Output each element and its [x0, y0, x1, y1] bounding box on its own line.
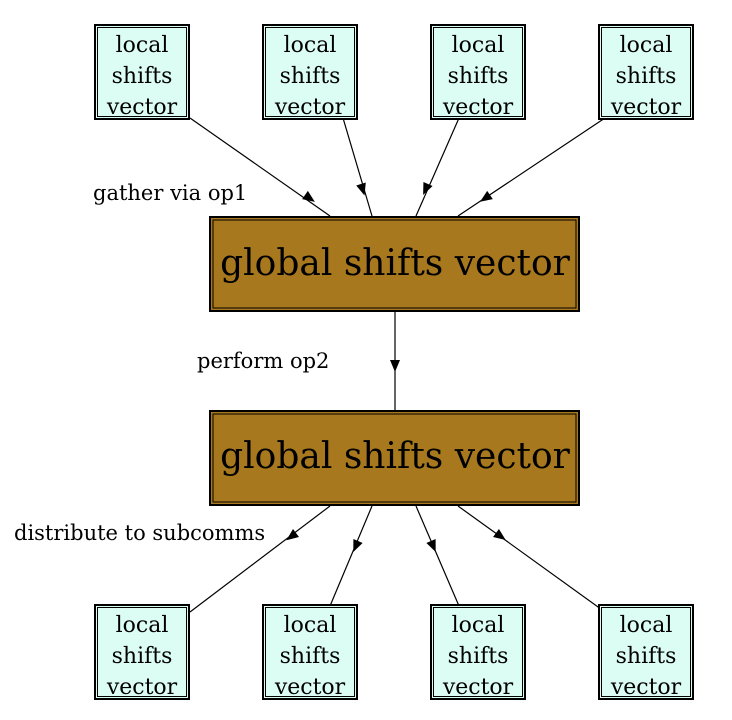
distribute-edge-2	[329, 505, 373, 607]
distribute-arrowhead-3	[426, 539, 436, 553]
gather-arrowhead-3	[423, 181, 433, 195]
perform-arrowhead	[390, 360, 400, 372]
local-node-line-3: vector	[442, 95, 514, 120]
local-node-line-2: shifts	[112, 64, 173, 89]
perform-label: perform op2	[197, 349, 329, 373]
local-node-line-3: vector	[610, 675, 682, 700]
local-node-line-3: vector	[610, 95, 682, 120]
local-node-line-3: vector	[274, 95, 346, 120]
bottom-local-node-1: local shifts vector	[94, 604, 190, 700]
local-node-line-3: vector	[106, 675, 178, 700]
bottom-local-node-3: local shifts vector	[430, 604, 526, 700]
local-node-line-1: local	[116, 613, 169, 638]
global-node-label: global shifts vector	[220, 243, 571, 284]
local-node-line-2: shifts	[112, 644, 173, 669]
global-node-top: global shifts vector	[209, 216, 580, 312]
top-local-node-3: local shifts vector	[430, 24, 526, 120]
distribute-label: distribute to subcomms	[14, 521, 265, 545]
top-local-node-1: local shifts vector	[94, 24, 190, 120]
local-node-line-2: shifts	[280, 64, 341, 89]
distribute-edges	[189, 505, 606, 613]
local-node-line-1: local	[620, 33, 673, 58]
local-node-line-2: shifts	[448, 644, 509, 669]
local-node-line-3: vector	[442, 675, 514, 700]
top-local-node-4: local shifts vector	[598, 24, 694, 120]
gather-edge-2	[342, 117, 373, 217]
distribute-edge-4	[457, 505, 606, 613]
top-local-node-2: local shifts vector	[262, 24, 358, 120]
gather-arrowhead-2	[356, 182, 366, 196]
gather-label: gather via op1	[93, 181, 247, 205]
local-node-line-1: local	[452, 613, 505, 638]
local-node-line-2: shifts	[616, 64, 677, 89]
local-node-line-1: local	[620, 613, 673, 638]
local-node-line-3: vector	[106, 95, 178, 120]
global-node-label: global shifts vector	[220, 436, 571, 477]
local-node-line-2: shifts	[616, 644, 677, 669]
local-node-line-3: vector	[274, 675, 346, 700]
local-node-line-1: local	[284, 33, 337, 58]
distribute-edge-3	[415, 505, 460, 607]
local-node-line-1: local	[116, 33, 169, 58]
distribute-arrowhead-4	[493, 528, 506, 541]
local-node-line-1: local	[452, 33, 505, 58]
local-node-line-2: shifts	[448, 64, 509, 89]
gather-edge-3	[415, 117, 460, 217]
global-node-bottom: global shifts vector	[209, 410, 580, 506]
gather-edges	[189, 117, 606, 217]
local-node-line-1: local	[284, 613, 337, 638]
distribute-arrowhead-1	[286, 529, 300, 541]
bottom-local-node-4: local shifts vector	[598, 604, 694, 700]
gather-edge-4	[457, 117, 606, 217]
gather-arrowhead-4	[480, 190, 493, 202]
bottom-local-node-2: local shifts vector	[262, 604, 358, 700]
perform-edge	[390, 312, 400, 410]
distribute-edge-1	[189, 505, 331, 613]
gather-arrowhead-1	[302, 190, 315, 202]
distribute-arrowhead-2	[353, 539, 363, 553]
local-node-line-2: shifts	[280, 644, 341, 669]
